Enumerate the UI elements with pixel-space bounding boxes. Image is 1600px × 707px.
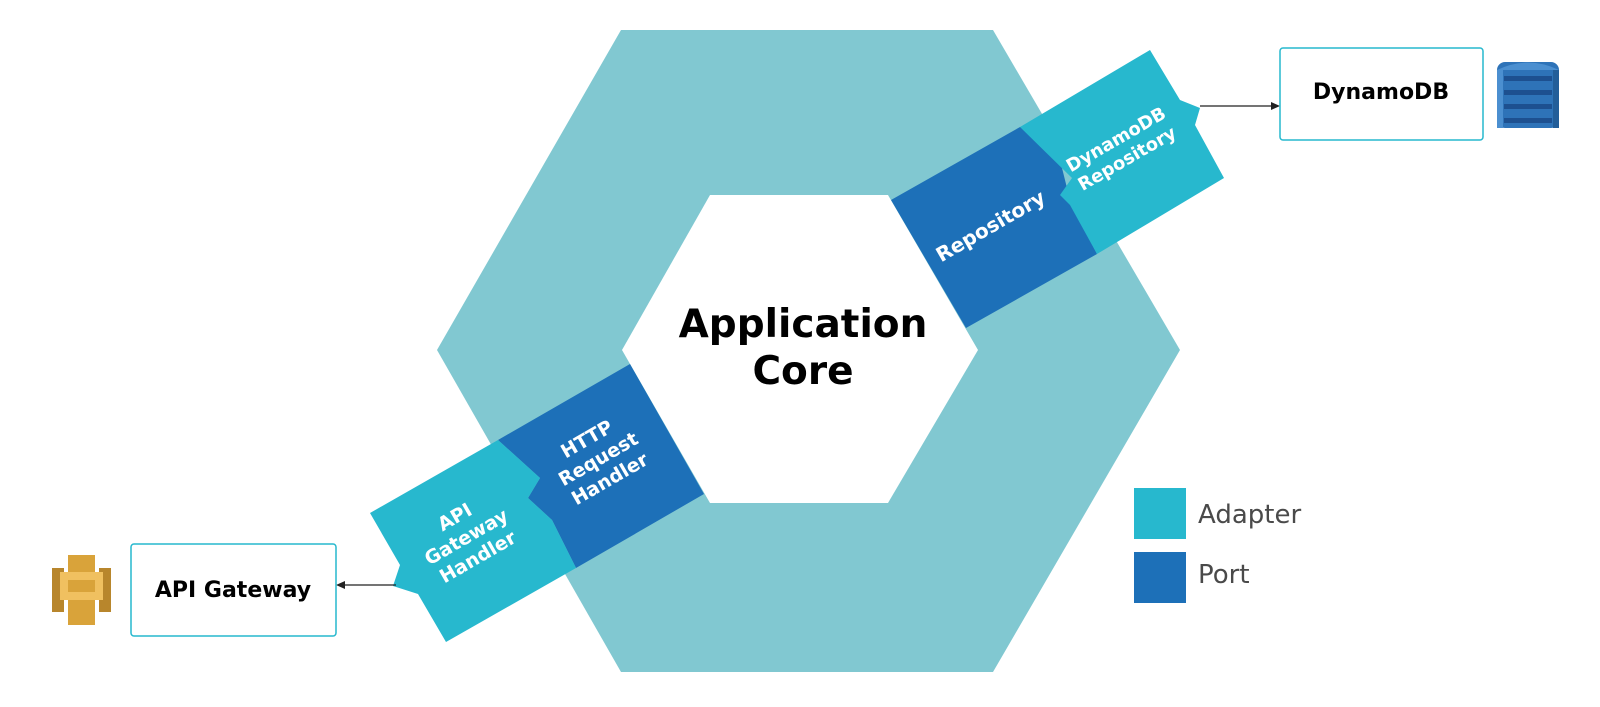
arrow-to-api-gateway (336, 581, 396, 589)
legend-adapter-swatch (1134, 488, 1186, 539)
arrow-to-dynamodb (1200, 102, 1280, 110)
api-gateway-label: API Gateway (155, 578, 311, 603)
dynamodb-icon (1497, 62, 1559, 128)
legend: Adapter Port (1134, 488, 1301, 603)
core-title-line2: Core (752, 349, 853, 394)
api-gateway-handler-adapter (370, 440, 576, 642)
dynamodb-label: DynamoDB (1313, 80, 1449, 105)
api-gateway-icon (52, 555, 111, 625)
legend-adapter-label: Adapter (1198, 500, 1301, 530)
http-request-handler-port (498, 364, 704, 568)
application-core-hexagon (622, 195, 978, 503)
legend-port-label: Port (1198, 560, 1250, 590)
dynamodb-box[interactable] (1279, 47, 1484, 141)
dynamodb-repository-adapter (1020, 50, 1224, 254)
legend-port-swatch (1134, 552, 1186, 603)
repository-port (891, 127, 1097, 328)
api-gateway-box[interactable] (130, 543, 337, 637)
core-title-line1: Application (679, 302, 928, 347)
